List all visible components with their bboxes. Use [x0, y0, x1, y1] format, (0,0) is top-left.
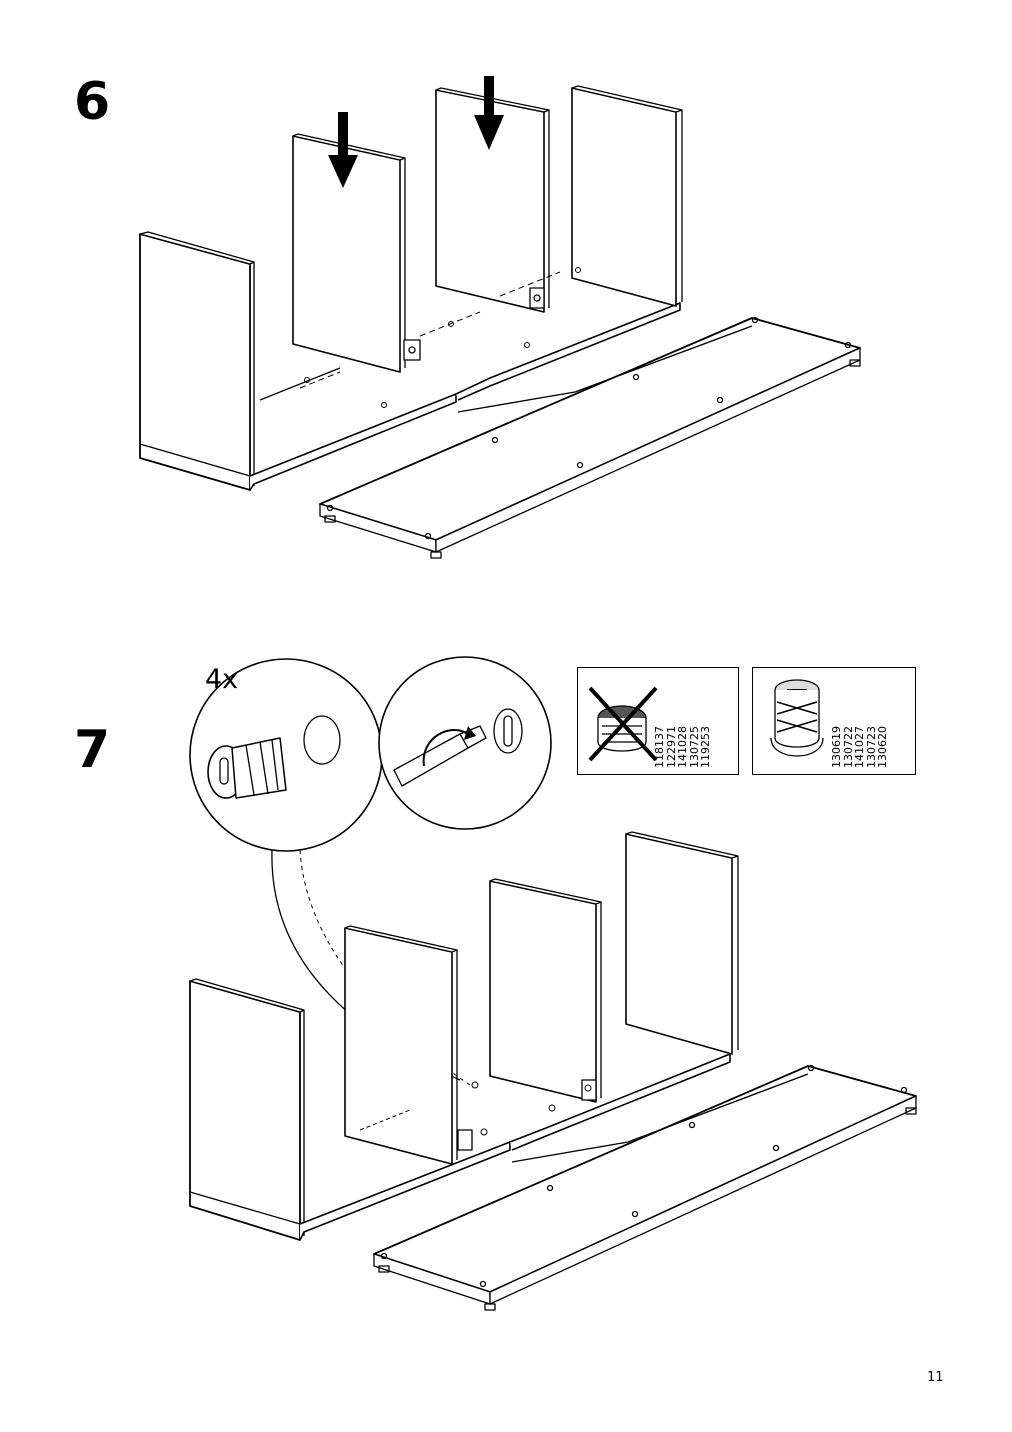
article-number: 119253	[699, 726, 712, 768]
step-number-6: 6	[74, 72, 111, 132]
divider-panel-1	[344, 925, 473, 1165]
rotate-arrow-icon	[422, 729, 469, 767]
cam-lock-icon	[770, 679, 824, 757]
article-number: 141027	[853, 726, 866, 768]
left-side-panel	[139, 231, 255, 491]
divider-panel-1	[292, 133, 421, 373]
cam-fitting-icon	[207, 737, 287, 799]
cam-fittings	[359, 1081, 592, 1136]
right-side-panel	[625, 831, 739, 1055]
down-arrow-2	[474, 76, 504, 150]
step-number-7: 7	[74, 720, 111, 780]
down-arrow-1	[328, 112, 358, 188]
detail-circle-rotate-screwdriver	[378, 656, 552, 830]
front-base-board	[373, 1064, 917, 1311]
correct-article-list: 130619 130722 141027 130723 130620	[830, 726, 889, 768]
front-base-board	[319, 316, 861, 559]
article-number: 118137	[653, 726, 666, 768]
right-side-panel	[571, 85, 683, 307]
page-number: 11	[927, 1370, 944, 1385]
incorrect-fitting-panel: 118137 122971 141028 130725 119253	[577, 667, 739, 775]
divider-panel-2	[489, 878, 602, 1103]
step-6-illustration	[139, 76, 861, 559]
base-back-rail	[299, 1053, 731, 1241]
quantity-label: 4x	[205, 664, 239, 695]
left-side-panel	[189, 978, 305, 1241]
cam-lock-crossed-icon	[588, 686, 658, 762]
article-number: 130620	[876, 726, 889, 768]
detail-circle-insert-fitting	[189, 658, 471, 1086]
article-number: 130619	[830, 726, 843, 768]
base-back-rail	[249, 302, 681, 491]
correct-fitting-panel: 130619 130722 141027 130723 130620	[752, 667, 916, 775]
dowel-markers	[299, 267, 581, 408]
article-number: 141028	[676, 726, 689, 768]
incorrect-article-list: 118137 122971 141028 130725 119253	[653, 726, 712, 768]
